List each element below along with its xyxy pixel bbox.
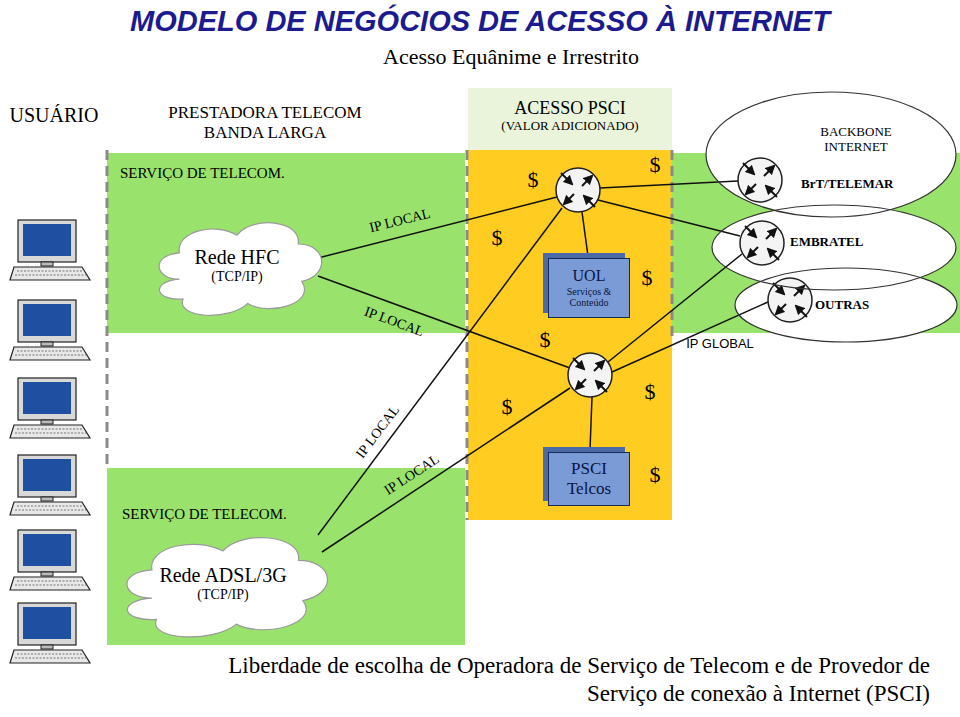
column-header: PRESTADORA TELECOM BANDA LARGA (155, 103, 375, 142)
column-header: USUÁRIO (10, 104, 99, 127)
telecom-band: SERVIÇO DE TELECOM. Rede HFC(TCP/IP) (107, 153, 465, 333)
ellipse-outline (706, 92, 956, 217)
cost-mark: $ (645, 379, 656, 404)
cloud-shape (127, 538, 327, 637)
link-label: IP GLOBAL (686, 337, 754, 352)
node-text: Rede ADSL/3G (159, 564, 286, 587)
region-fill (107, 468, 465, 645)
cost-mark: $ (528, 167, 539, 192)
header-fill (468, 88, 672, 150)
network-cloud: Rede ADSL/3G(TCP/IP) (112, 525, 334, 643)
cost-mark: $ (540, 327, 551, 352)
node-text: ACESSO PSCI (514, 98, 626, 119)
node-text: BrT/TELEMAR (801, 177, 893, 192)
node-text: EMBRATEL (790, 235, 863, 250)
node-text: OUTRAS (815, 298, 869, 313)
shape-outline (706, 92, 956, 217)
node-text: (VALOR ADICIONADO) (501, 119, 638, 134)
node-text: PSCI Telcos (555, 459, 623, 498)
caption: Liberdade de escolha de Operadora de Ser… (170, 652, 930, 707)
cost-mark: $ (502, 394, 513, 419)
node-text: (TCP/IP) (197, 587, 248, 603)
node-text: Rede HFC (195, 246, 280, 269)
cloud-fill (706, 92, 956, 217)
cloud-fill (735, 268, 957, 342)
cloud-shape (159, 223, 322, 316)
backbone-cloud: OUTRAS (735, 268, 957, 342)
cost-mark: $ (642, 265, 653, 290)
user-computers (10, 220, 90, 663)
service-box: PSCI Telcos (548, 452, 630, 506)
network-links (318, 181, 768, 552)
node-text: UOL (573, 267, 606, 285)
node-text: SERVIÇO DE TELECOM. (120, 165, 285, 182)
node-text: (TCP/IP) (211, 269, 262, 285)
node-text: Serviços & Conteúdo (554, 286, 624, 309)
telecom-band: SERVIÇO DE TELECOM. Rede ADSL/3G(TCP/IP) (107, 468, 465, 645)
column-dividers (107, 150, 672, 520)
column-header: BACKBONE INTERNET (801, 125, 911, 155)
network-cloud: Rede HFC(TCP/IP) (147, 211, 327, 321)
title: MODELO DE NEGÓCIOS DE ACESSO À INTERNET (0, 4, 960, 39)
psci-region: ACESSO PSCI(VALOR ADICIONADO) UOLServiços… (468, 88, 672, 520)
backbone-cloud: BrT/TELEMAR (706, 92, 956, 217)
cost-mark: $ (650, 152, 661, 177)
cost-mark: $ (492, 225, 503, 250)
ellipse-outline (735, 268, 957, 342)
service-box: UOLServiços & Conteúdo (548, 258, 630, 318)
node-text: SERVIÇO DE TELECOM. (122, 506, 287, 523)
subtitle: Acesso Equânime e Irrestrito (383, 44, 639, 69)
cost-mark: $ (650, 462, 661, 487)
region-fill (107, 153, 465, 333)
region-fill (468, 88, 672, 520)
